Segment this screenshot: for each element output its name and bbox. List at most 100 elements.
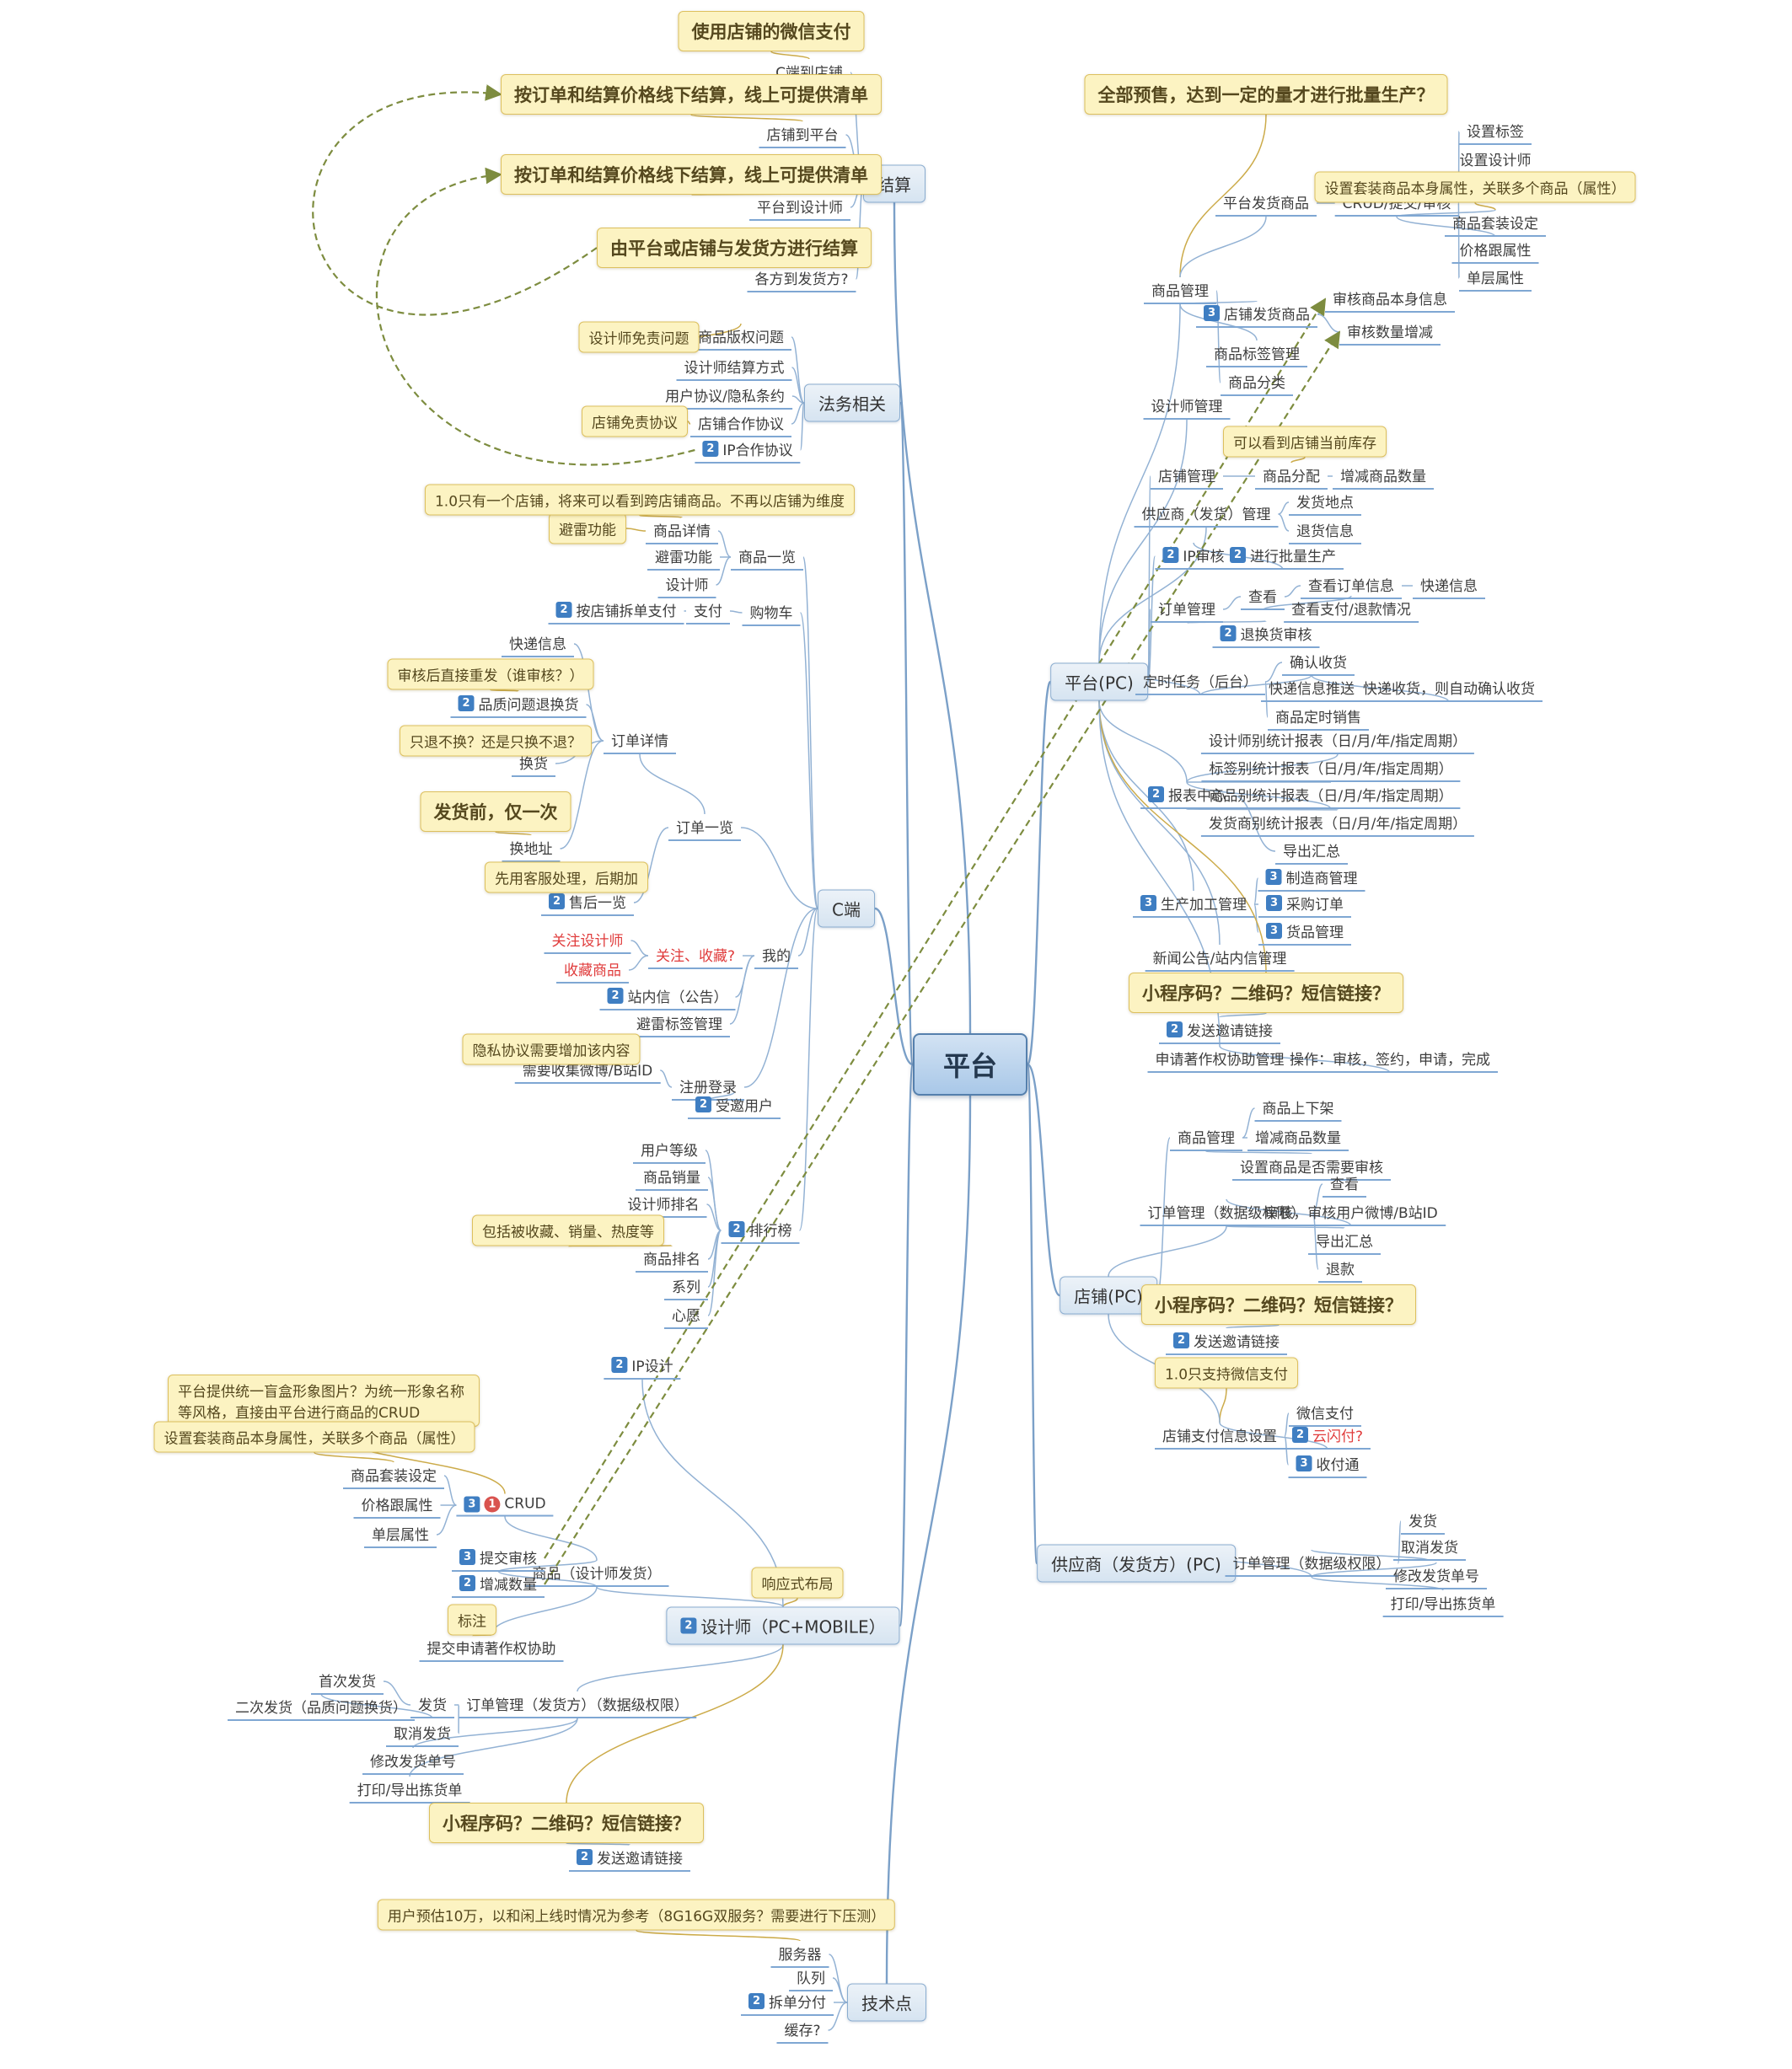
node-huancun[interactable]: 缓存? — [776, 2017, 829, 2044]
node-note_xcx1[interactable]: 小程序码？二维码？短信链接？ — [1129, 973, 1403, 1013]
node-spxiangqing[interactable]: 商品详情 — [646, 517, 718, 544]
node-huanhuo[interactable]: 换货 — [512, 750, 555, 777]
node-ddguanli[interactable]: 订单管理 — [1151, 596, 1223, 623]
node-spfenlei[interactable]: 商品分类 — [1221, 369, 1293, 396]
node-spaiming[interactable]: 商品排名 — [636, 1246, 708, 1273]
node-dsrenwu[interactable]: 定时任务（后台） — [1135, 668, 1265, 695]
node-cduan[interactable]: C端 — [818, 889, 875, 928]
node-xilie[interactable]: 系列 — [664, 1273, 708, 1300]
node-shop2platform[interactable]: 店铺到平台 — [759, 121, 846, 148]
node-jggsx[interactable]: 价格跟属性 — [1451, 237, 1539, 264]
node-sjs_sztz[interactable]: 商品套装设定 — [343, 1462, 444, 1489]
node-gys_pc[interactable]: 供应商（发货方）(PC) — [1037, 1544, 1236, 1583]
node-sjs_zhuzuoquan[interactable]: 提交申请著作权协助 — [419, 1635, 564, 1662]
node-huandizhi[interactable]: 换地址 — [502, 835, 561, 862]
node-spsxj[interactable]: 商品上下架 — [1254, 1095, 1342, 1122]
node-note_fahuoqian[interactable]: 发货前，仅一次 — [420, 791, 571, 832]
node-shsl[interactable]: 审核数量增减 — [1339, 319, 1441, 346]
node-sjs_c[interactable]: 设计师 — [657, 571, 716, 598]
node-sztz[interactable]: 商品套装设定 — [1445, 210, 1546, 237]
node-shsp[interactable]: 审核商品本身信息 — [1325, 286, 1455, 313]
node-note_shenhe[interactable]: 审核后直接重发（谁审核？） — [387, 658, 594, 690]
node-bb4[interactable]: 发货商别统计报表（日/月/年/指定周期） — [1200, 810, 1475, 837]
node-dingdanyilan[interactable]: 订单一览 — [668, 814, 741, 841]
node-pingtai_pc[interactable]: 平台(PC) — [1050, 662, 1148, 701]
node-bb1[interactable]: 设计师别统计报表（日/月/年/指定周期） — [1200, 727, 1475, 754]
node-zhifu[interactable]: 支付 — [686, 598, 730, 624]
node-gysguanli[interactable]: 供应商（发货）管理 — [1134, 501, 1279, 528]
node-kdxxcs[interactable]: 快递信息推送 — [1261, 675, 1362, 702]
node-spyilan[interactable]: 商品一览 — [731, 544, 803, 571]
node-fuwuqi[interactable]: 服务器 — [770, 1941, 829, 1968]
node-platform2designer[interactable]: 平台到设计师 — [749, 194, 850, 221]
node-gys_fahuo[interactable]: 发货 — [1401, 1508, 1445, 1535]
node-xinwen[interactable]: 新闻公告/站内信管理 — [1145, 945, 1295, 972]
node-jishu[interactable]: 技术点 — [847, 1983, 926, 2022]
node-sjs_dc[interactable]: 单层属性 — [364, 1521, 437, 1548]
node-zhuzuoquan[interactable]: 申请著作权协助管理 — [1147, 1046, 1292, 1073]
node-chakan[interactable]: 查看 — [1241, 583, 1285, 610]
node-duilie[interactable]: 队列 — [789, 1964, 833, 1991]
node-hezuoxieyi[interactable]: 店铺合作协议 — [690, 410, 791, 437]
node-wode[interactable]: 我的 — [754, 942, 798, 969]
node-banquan[interactable]: 商品版权问题 — [690, 324, 791, 351]
node-note_yushou[interactable]: 全部预售，达到一定的量才进行批量生产？ — [1084, 74, 1448, 115]
node-note_jiesuan3[interactable]: 由平台或店铺与发货方进行结算 — [597, 228, 872, 268]
node-szsjs[interactable]: 设置设计师 — [1451, 147, 1539, 174]
node-ckzhifu[interactable]: 查看支付/退款情况 — [1284, 596, 1419, 623]
node-note_jiesuan2[interactable]: 按订单和结算价格线下结算，线上可提供清单 — [501, 154, 882, 195]
node-sjs_xiugai[interactable]: 修改发货单号 — [362, 1748, 464, 1775]
node-note_10[interactable]: 1.0只有一个店铺，将来可以看到跨店铺商品。不再以店铺为维度 — [424, 484, 856, 516]
node-note_wx10[interactable]: 1.0只支持微信支付 — [1154, 1357, 1299, 1389]
node-guanzhusjs[interactable]: 关注设计师 — [544, 927, 631, 954]
node-dp_chakan[interactable]: 查看 — [1323, 1171, 1366, 1198]
node-kdxx2[interactable]: 快递信息 — [1413, 572, 1485, 599]
node-tuihuoxinxi[interactable]: 退货信息 — [1289, 517, 1361, 544]
node-note_yinsi[interactable]: 隐私协议需要增加该内容 — [462, 1033, 641, 1065]
node-note_baokuo[interactable]: 包括被收藏、销量、热度等 — [472, 1214, 664, 1246]
node-dp_shenhe[interactable]: 审核，审核用户微博/B站ID — [1257, 1199, 1446, 1226]
node-sjs_shangpin[interactable]: 商品（设计师发货） — [524, 1560, 669, 1587]
node-caozuo[interactable]: 操作：审核，签约，申请，完成 — [1282, 1046, 1498, 1073]
node-note_manghe[interactable]: 平台提供统一盲盒形象图片？为统一形象名称等风格，直接由平台进行商品的CRUD — [168, 1375, 480, 1427]
node-gefang[interactable]: 各方到发货方? — [747, 265, 856, 292]
node-note_xiangying[interactable]: 响应式布局 — [751, 1567, 844, 1599]
node-yonghudengji[interactable]: 用户等级 — [633, 1137, 706, 1164]
node-zjspsl[interactable]: 增减商品数量 — [1333, 463, 1434, 490]
node-sjs_ddgl[interactable]: 订单管理（发货方）（数据级权限） — [459, 1691, 696, 1718]
node-note_dpmianze[interactable]: 店铺免责协议 — [582, 405, 688, 437]
node-gys_ddgl[interactable]: 订单管理（数据级权限） — [1225, 1550, 1398, 1577]
node-note_sjsmianze[interactable]: 设计师免责问题 — [578, 321, 700, 353]
node-bilei[interactable]: 避雷功能 — [647, 544, 720, 571]
node-erci[interactable]: 二次发货（品质问题换货） — [228, 1694, 415, 1721]
node-sjsguanli[interactable]: 设计师管理 — [1143, 393, 1231, 420]
node-dp_zhifu[interactable]: 店铺支付信息设置 — [1155, 1423, 1285, 1450]
node-gys_quxiao[interactable]: 取消发货 — [1393, 1534, 1466, 1561]
node-spbiaoqian[interactable]: 商品标签管理 — [1206, 340, 1307, 367]
node-xinyuan[interactable]: 心愿 — [664, 1302, 708, 1329]
node-ddxiangqing[interactable]: 订单详情 — [604, 727, 676, 754]
node-bb3[interactable]: 商品别统计报表（日/月/年/指定周期） — [1201, 782, 1461, 809]
node-gys_dayin[interactable]: 打印/导出拣货单 — [1382, 1590, 1504, 1617]
node-note_bilei1[interactable]: 避雷功能 — [549, 512, 626, 544]
node-note_taozhuang2[interactable]: 设置套装商品本身属性，关联多个商品（属性） — [153, 1421, 475, 1453]
node-zjspsl2[interactable]: 增减商品数量 — [1247, 1124, 1349, 1151]
node-note_zhitui[interactable]: 只退不换？还是只换不退？ — [400, 725, 592, 757]
